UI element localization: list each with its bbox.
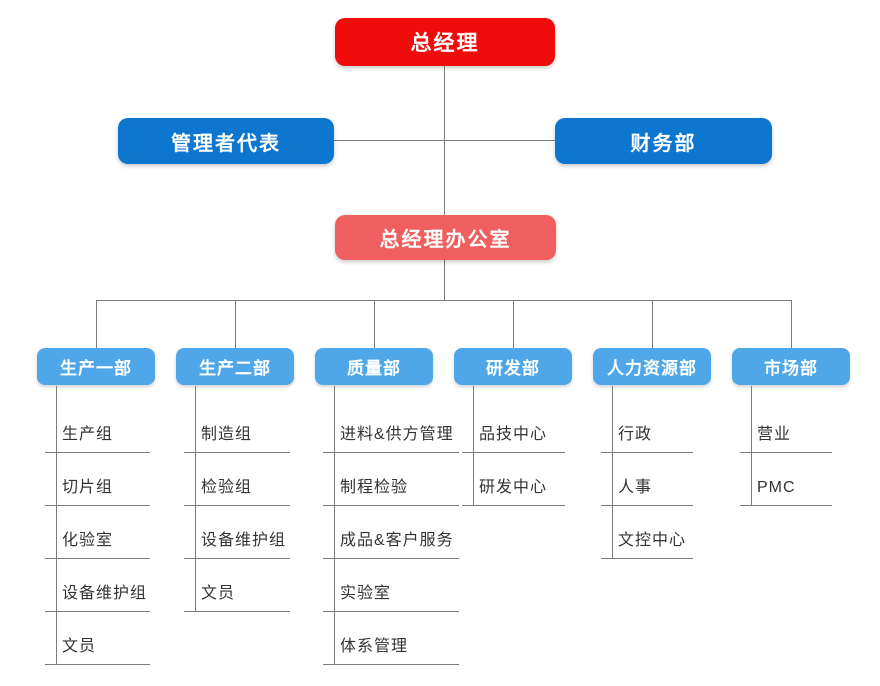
root-node-general-manager: 总经理 [335,18,555,66]
node-management-representative: 管理者代表 [118,118,334,164]
list-item: PMC [740,453,832,506]
list-item-label: 进料&供方管理 [340,426,454,443]
dept-node-marketing: 市场部 [732,348,850,385]
list-item: 文员 [45,612,150,665]
connector-drop-dept-5 [652,300,653,348]
list-item: 设备维护组 [184,506,290,559]
list-item: 设备维护组 [45,559,150,612]
list-item: 营业 [740,386,832,453]
connector-drop-dept-4 [513,300,514,348]
list-item: 体系管理 [323,612,459,665]
list-item: 研发中心 [462,453,565,506]
list-item: 切片组 [45,453,150,506]
list-item-label: 文控中心 [618,532,687,549]
list-item-label: 研发中心 [479,479,548,496]
list-item-label: 制程检验 [340,479,409,496]
list-item-label: 检验组 [201,479,253,496]
dept-node-quality: 质量部 [315,348,433,385]
list-item-label: 设备维护组 [62,585,148,602]
list-item-label: 文员 [201,585,236,602]
list-item-label: 人事 [618,479,653,496]
connector-department-bus [96,300,792,301]
sublist-rnd: 品技中心 研发中心 [462,386,565,506]
connector-drop-dept-1 [96,300,97,348]
list-item: 人事 [601,453,693,506]
list-item-label: 生产组 [62,426,114,443]
list-item-label: 文员 [62,638,97,655]
sublist-production-1: 生产组 切片组 化验室 设备维护组 文员 [45,386,150,665]
list-item-label: 行政 [618,426,653,443]
sublist-production-2: 制造组 检验组 设备维护组 文员 [184,386,290,612]
list-item: 文员 [184,559,290,612]
list-item-label: 实验室 [340,585,392,602]
list-item-label: 成品&客户服务 [340,532,454,549]
list-item: 文控中心 [601,506,693,559]
list-item-label: 品技中心 [479,426,548,443]
list-item: 行政 [601,386,693,453]
dept-node-production-2: 生产二部 [176,348,294,385]
list-item: 检验组 [184,453,290,506]
list-item: 品技中心 [462,386,565,453]
dept-node-hr: 人力资源部 [593,348,711,385]
node-finance-department: 财务部 [555,118,772,164]
list-item-label: PMC [757,479,796,496]
sublist-marketing: 营业 PMC [740,386,832,506]
list-item-label: 体系管理 [340,638,409,655]
dept-node-production-1: 生产一部 [37,348,155,385]
connector-drop-dept-2 [235,300,236,348]
dept-node-rnd: 研发部 [454,348,572,385]
list-item: 制造组 [184,386,290,453]
node-gm-office: 总经理办公室 [335,215,556,260]
sublist-quality: 进料&供方管理 制程检验 成品&客户服务 实验室 体系管理 [323,386,459,665]
list-item: 化验室 [45,506,150,559]
connector-drop-dept-3 [374,300,375,348]
sublist-hr: 行政 人事 文控中心 [601,386,693,559]
connector-staff-row [334,140,555,141]
list-item: 生产组 [45,386,150,453]
list-item: 成品&客户服务 [323,506,459,559]
list-item-label: 营业 [757,426,792,443]
connector-office-to-bus [444,260,445,300]
list-item-label: 制造组 [201,426,253,443]
connector-drop-dept-6 [791,300,792,348]
list-item-label: 设备维护组 [201,532,287,549]
list-item: 进料&供方管理 [323,386,459,453]
list-item: 实验室 [323,559,459,612]
list-item-label: 化验室 [62,532,114,549]
list-item-label: 切片组 [62,479,114,496]
list-item: 制程检验 [323,453,459,506]
